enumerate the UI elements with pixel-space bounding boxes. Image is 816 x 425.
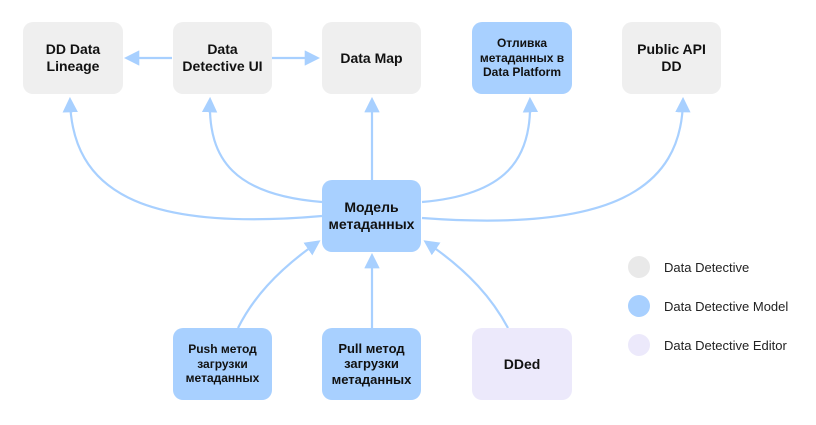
legend-item-data-detective: Data Detective [628, 256, 749, 278]
legend-label: Data Detective Editor [664, 337, 787, 353]
arrow-dded-to-model [423, 240, 509, 329]
node-metadata-model: Модель метаданных [322, 180, 421, 252]
node-data-map: Data Map [322, 22, 421, 94]
node-otlivka-metadata: Отливка метаданных в Data Platform [472, 22, 572, 94]
arrow-model-to-public-api [421, 96, 691, 222]
node-data-detective-ui: Data Detective UI [173, 22, 272, 94]
legend-swatch [628, 256, 650, 278]
node-push-method: Push метод загрузки метаданных [173, 328, 272, 400]
arrow-model-to-lineage [62, 96, 323, 221]
arrow-push-to-model [237, 240, 321, 329]
legend-swatch [628, 295, 650, 317]
legend-item-data-detective-model: Data Detective Model [628, 295, 788, 317]
node-public-api-dd: Public API DD [622, 22, 721, 94]
legend-item-data-detective-editor: Data Detective Editor [628, 334, 787, 356]
legend-label: Data Detective Model [664, 298, 789, 314]
legend-label: Data Detective [664, 259, 750, 275]
node-dd-data-lineage: DD Data Lineage [23, 22, 123, 94]
node-dded: DDed [472, 328, 572, 400]
arrow-model-to-otlivka [421, 96, 539, 204]
arrow-model-to-ui [201, 96, 323, 204]
legend-swatch [628, 334, 650, 356]
node-pull-method: Pull метод загрузки метаданных [322, 328, 421, 400]
